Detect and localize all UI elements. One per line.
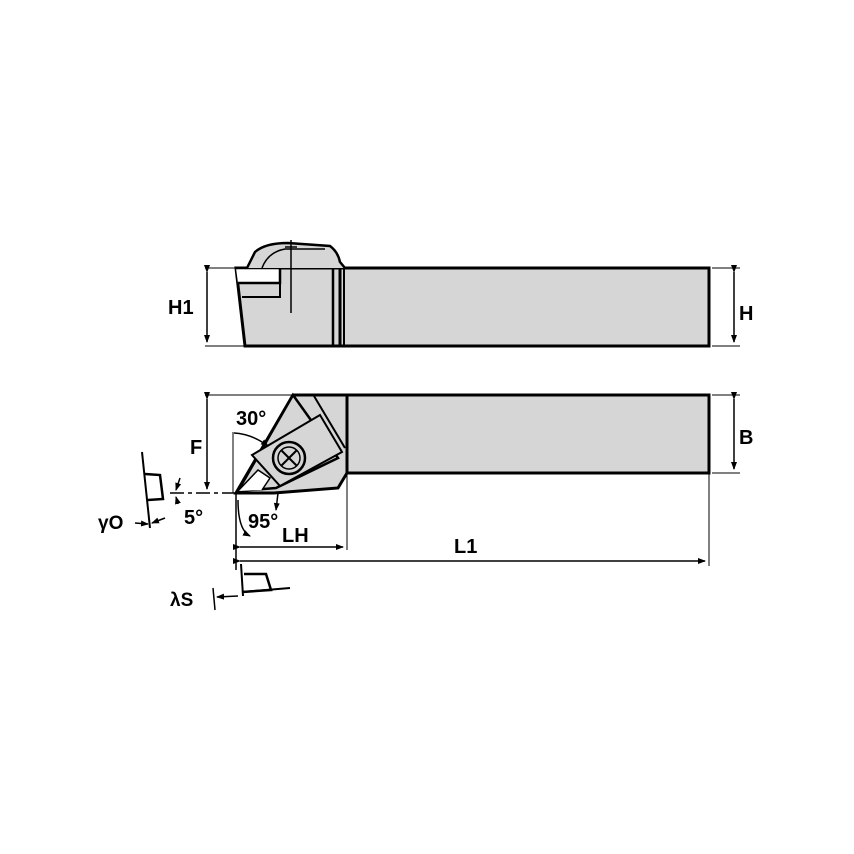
top-view: F B 30° 95° 5° γO LH L1 bbox=[98, 392, 753, 611]
angle-5-label: 5° bbox=[184, 507, 203, 529]
angle-30-label: 30° bbox=[236, 408, 266, 430]
gamma-o-label: γO bbox=[98, 513, 123, 534]
side-view: H1 H bbox=[168, 240, 753, 348]
top-shank bbox=[345, 393, 711, 475]
f-label: F bbox=[190, 437, 202, 459]
lambda-s-label: λS bbox=[170, 590, 193, 611]
h1-label: H1 bbox=[168, 297, 194, 319]
b-label: B bbox=[739, 427, 753, 449]
side-insert bbox=[236, 266, 282, 285]
l1-label: L1 bbox=[454, 536, 477, 558]
h-label: H bbox=[739, 303, 753, 325]
side-shank bbox=[338, 266, 711, 348]
angle-95-label: 95° bbox=[248, 511, 278, 533]
lh-label: LH bbox=[282, 525, 309, 547]
